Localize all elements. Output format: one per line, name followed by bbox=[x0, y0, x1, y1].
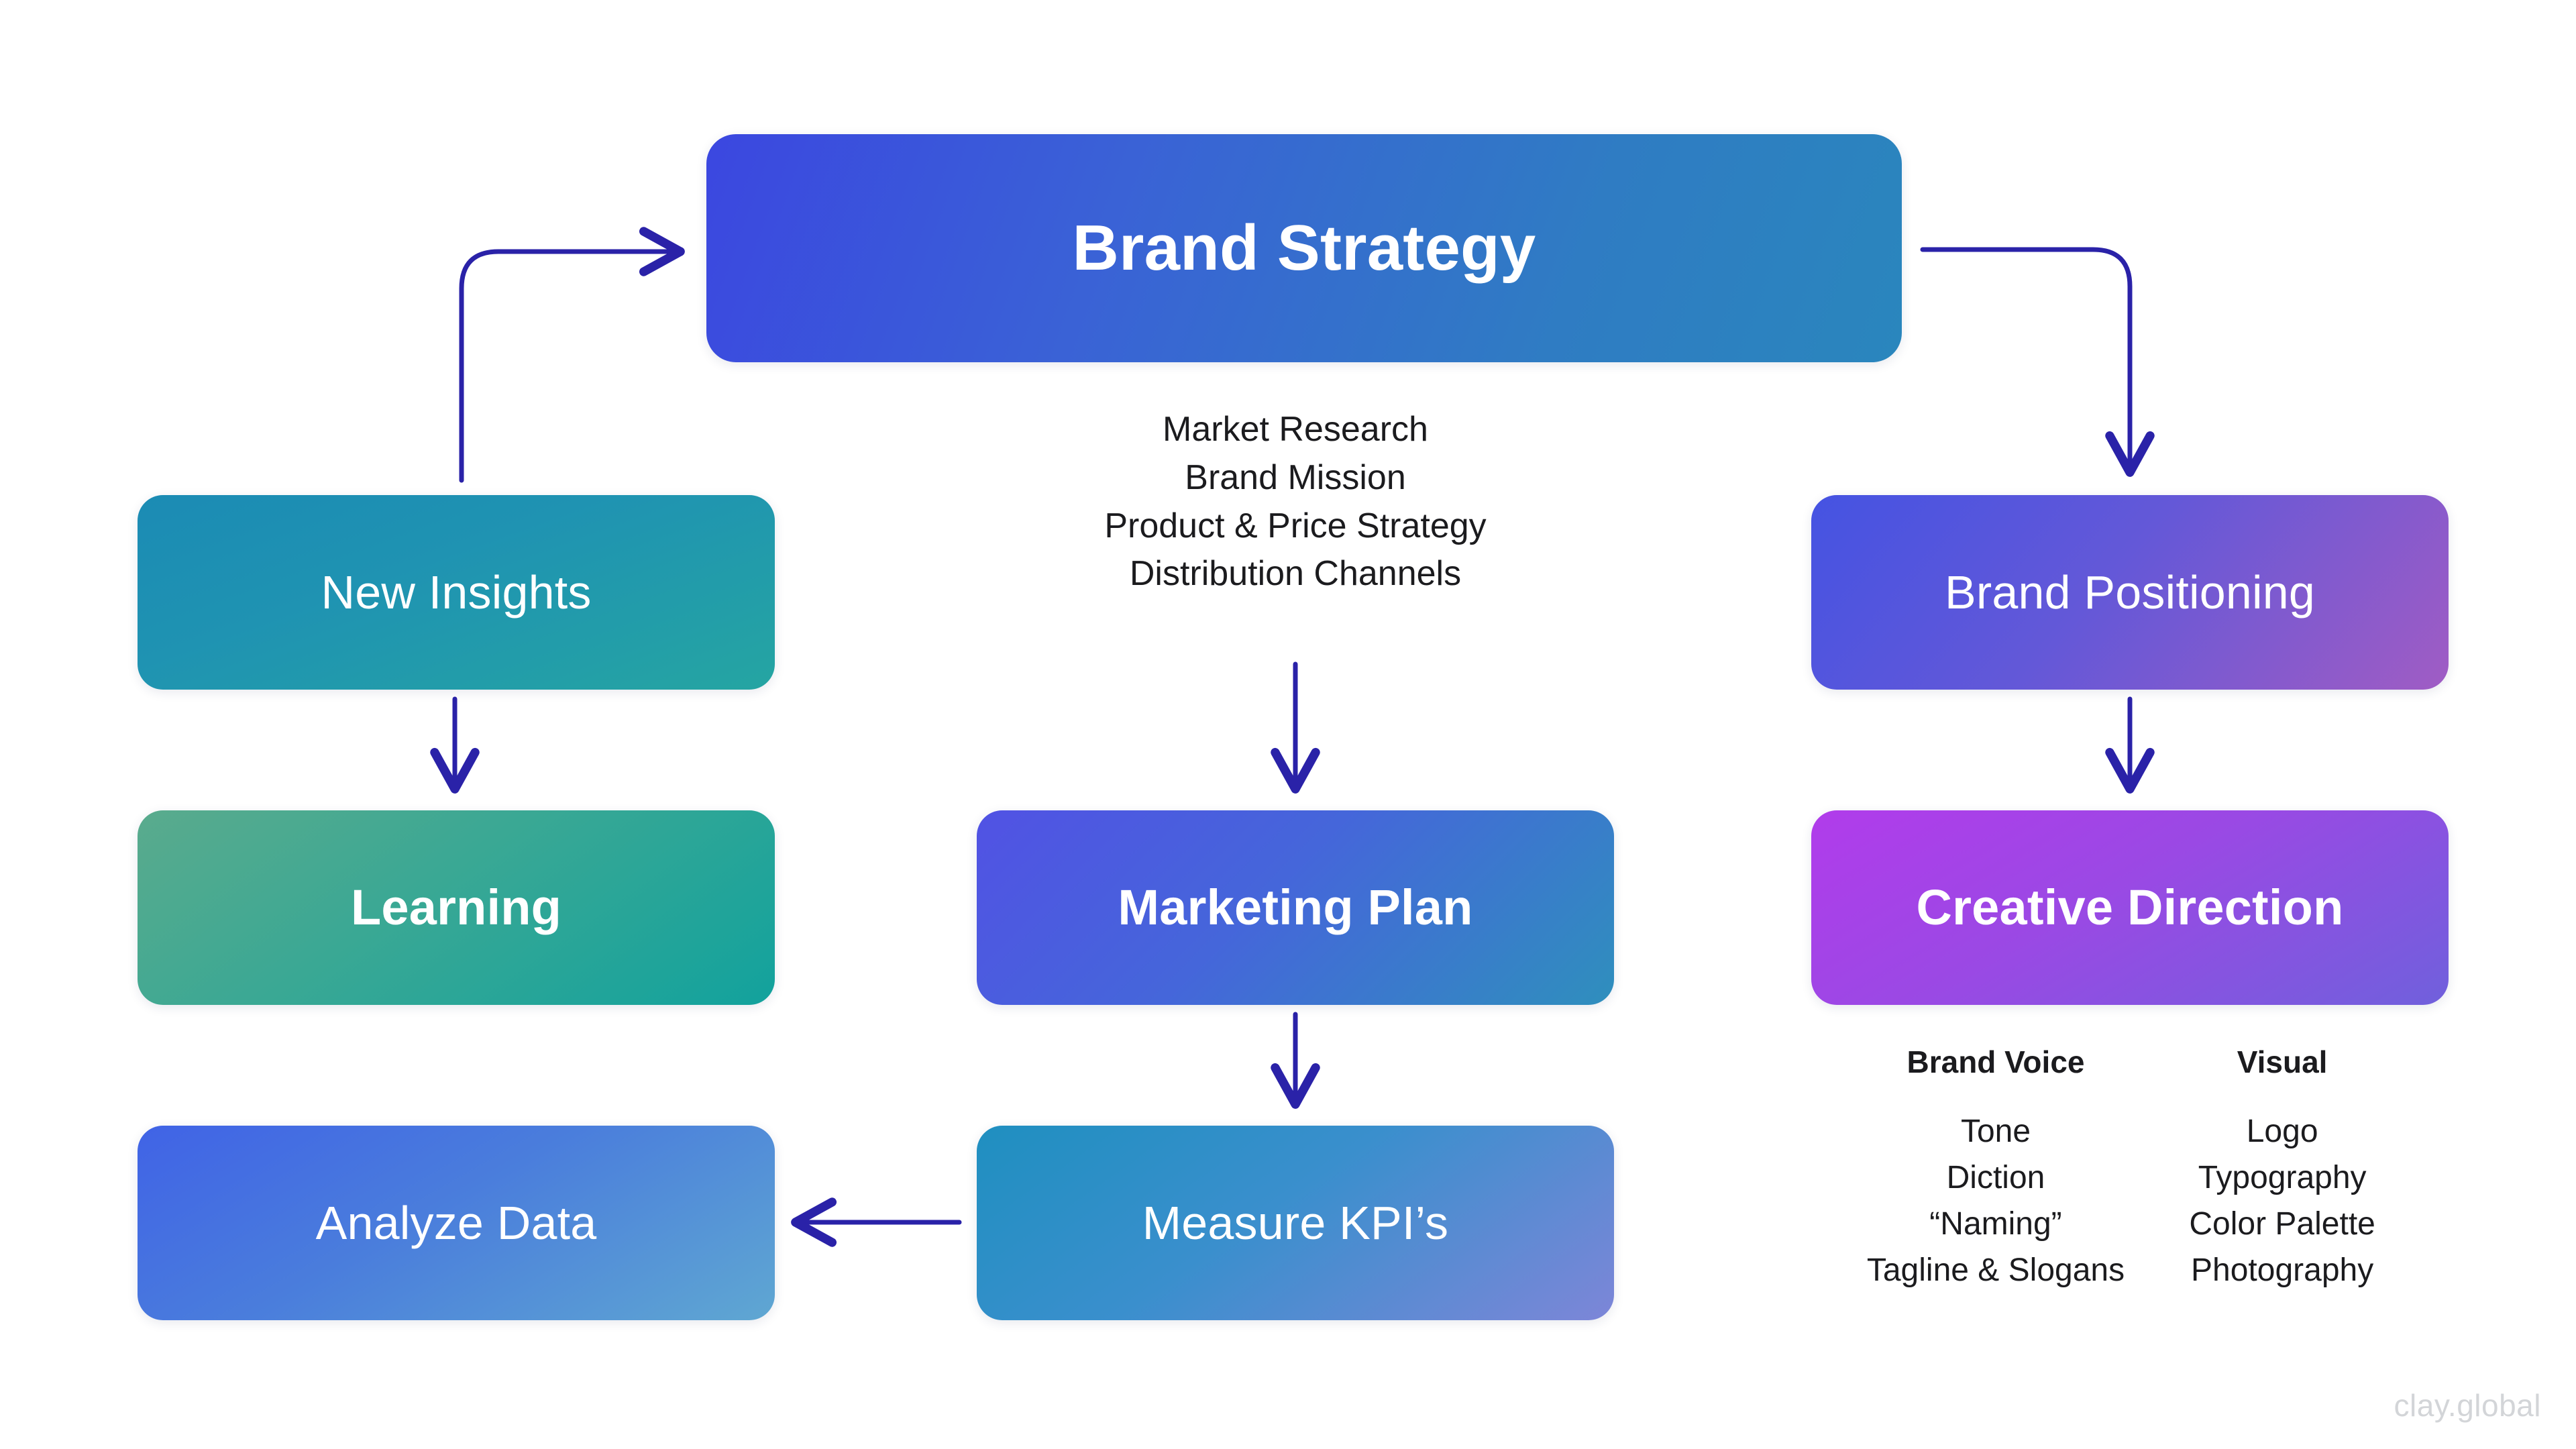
node-learning[interactable]: Learning bbox=[138, 810, 775, 1005]
list-item: Product & Price Strategy bbox=[1104, 506, 1487, 545]
node-brand-positioning[interactable]: Brand Positioning bbox=[1811, 495, 2449, 690]
watermark: clay.global bbox=[2394, 1388, 2541, 1423]
column-brand-voice: Brand Voice Tone Diction “Naming” Taglin… bbox=[1867, 1044, 2125, 1293]
node-new-insights[interactable]: New Insights bbox=[138, 495, 775, 690]
node-measure-kpis[interactable]: Measure KPI’s bbox=[977, 1126, 1614, 1320]
node-learning-label: Learning bbox=[350, 879, 562, 936]
brand-strategy-component-list: Market Research Brand Mission Product & … bbox=[977, 406, 1614, 598]
list-item: Typography bbox=[2198, 1160, 2367, 1196]
list-item: Market Research bbox=[1163, 410, 1428, 449]
list-item: Color Palette bbox=[2189, 1206, 2375, 1242]
column-brand-voice-heading: Brand Voice bbox=[1907, 1044, 2085, 1079]
node-marketing-plan[interactable]: Marketing Plan bbox=[977, 810, 1614, 1005]
node-brand-positioning-label: Brand Positioning bbox=[1944, 566, 2316, 619]
node-brand-strategy[interactable]: Brand Strategy bbox=[706, 134, 1902, 362]
list-item: “Naming” bbox=[1929, 1206, 2062, 1242]
list-item: Tagline & Slogans bbox=[1866, 1252, 2125, 1289]
list-item: Tone bbox=[1960, 1114, 2031, 1149]
list-item: Brand Mission bbox=[1185, 458, 1406, 497]
node-analyze-data-label: Analyze Data bbox=[315, 1196, 597, 1249]
node-marketing-plan-label: Marketing Plan bbox=[1118, 879, 1473, 936]
column-visual: Visual Logo Typography Color Palette Pho… bbox=[2171, 1044, 2393, 1293]
creative-direction-detail-columns: Brand Voice Tone Diction “Naming” Taglin… bbox=[1784, 1044, 2475, 1293]
list-item: Diction bbox=[1946, 1160, 2045, 1196]
arrow-brand-strategy-to-brand-positioning bbox=[1920, 247, 2155, 477]
node-creative-direction[interactable]: Creative Direction bbox=[1811, 810, 2449, 1005]
arrow-new-insights-to-brand-strategy bbox=[459, 227, 685, 483]
node-brand-strategy-label: Brand Strategy bbox=[1072, 212, 1536, 284]
list-item: Distribution Channels bbox=[1129, 554, 1462, 594]
node-analyze-data[interactable]: Analyze Data bbox=[138, 1126, 775, 1320]
list-item: Photography bbox=[2191, 1252, 2374, 1289]
list-item: Logo bbox=[2246, 1114, 2318, 1149]
column-visual-heading: Visual bbox=[2237, 1044, 2328, 1079]
node-measure-kpis-label: Measure KPI’s bbox=[1142, 1196, 1449, 1249]
node-creative-direction-label: Creative Direction bbox=[1916, 879, 2344, 936]
node-new-insights-label: New Insights bbox=[321, 566, 592, 619]
